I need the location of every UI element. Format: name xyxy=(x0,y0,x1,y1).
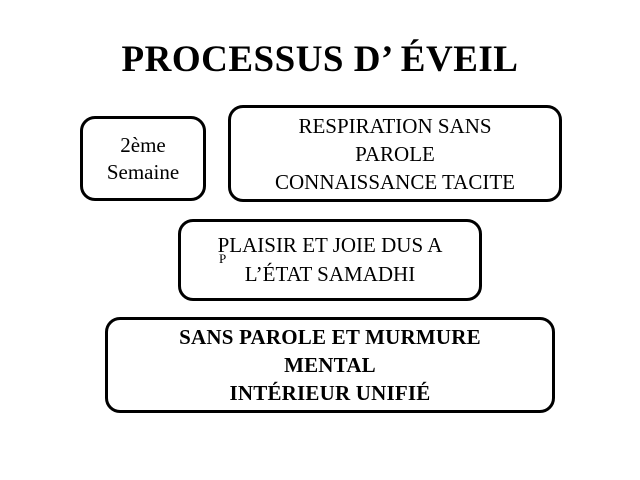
week-box-text: 2ème Semaine xyxy=(106,132,180,184)
week-box[interactable]: 2ème Semaine xyxy=(80,116,206,201)
sans-parole-box-text: SANS PAROLE ET MURMURE MENTAL INTÉRIEUR … xyxy=(179,325,481,405)
respiration-box[interactable]: RESPIRATION SANS PAROLE CONNAISSANCE TAC… xyxy=(228,105,562,202)
plaisir-box-text: PLAISIR ET JOIE DUS A L’ÉTAT SAMADHI xyxy=(217,233,443,286)
plaisir-box[interactable]: PLAISIR ET JOIE DUS A L’ÉTAT SAMADHI P xyxy=(178,219,482,301)
sans-parole-box[interactable]: SANS PAROLE ET MURMURE MENTAL INTÉRIEUR … xyxy=(105,317,555,413)
page-title: PROCESSUS D’ ÉVEIL xyxy=(121,39,519,80)
respiration-box-text: RESPIRATION SANS PAROLE CONNAISSANCE TAC… xyxy=(274,113,516,194)
